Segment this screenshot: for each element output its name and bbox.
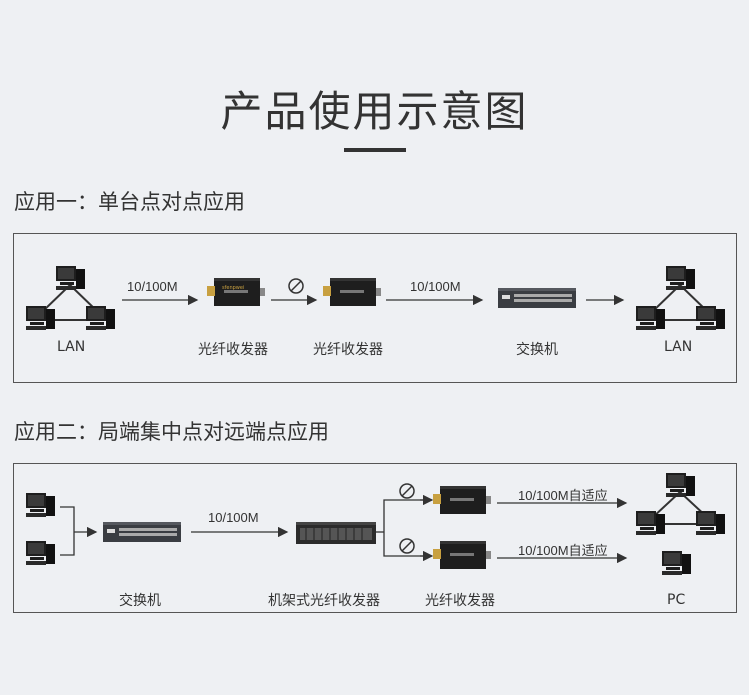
app1-panel xyxy=(13,233,737,383)
lan-right-group xyxy=(636,266,725,330)
speed-label-2: 10/100M xyxy=(410,279,461,294)
pc-icon xyxy=(696,511,725,535)
pc-icon xyxy=(56,266,85,290)
pc-icon xyxy=(666,473,695,497)
transceiver-icon xyxy=(433,486,491,514)
pc-icon xyxy=(696,306,725,330)
rack-transceiver-icon xyxy=(295,521,377,545)
section-1-heading: 应用一：单台点对点应用 xyxy=(14,190,245,214)
lan-left-group xyxy=(26,266,115,330)
fiber-icon xyxy=(288,278,304,294)
pc-pair-left xyxy=(26,493,55,565)
pc-label: PC xyxy=(667,592,686,608)
device-brand-label: sfenpwei xyxy=(222,285,245,291)
pc-icon xyxy=(636,306,665,330)
page-title: 产品使用示意图 xyxy=(220,87,529,136)
pc-icon xyxy=(86,306,115,330)
switch-icon xyxy=(103,522,181,542)
speed-auto-label-2: 10/100M自适应 xyxy=(518,543,608,558)
transceiver-icon xyxy=(207,278,265,306)
transceiver-label-3: 光纤收发器 xyxy=(425,593,495,609)
rack-label: 机架式光纤收发器 xyxy=(268,593,380,609)
transceiver-icon xyxy=(433,541,491,569)
pc-icon xyxy=(636,511,665,535)
fiber-icon xyxy=(399,538,415,554)
switch-label: 交换机 xyxy=(516,342,558,358)
lan-left-label: LAN xyxy=(57,339,86,355)
speed-main-label: 10/100M xyxy=(208,510,259,525)
section-2-heading: 应用二：局端集中点对远端点应用 xyxy=(14,420,329,444)
switch-icon xyxy=(498,288,576,308)
transceiver-label-1: 光纤收发器 xyxy=(198,342,268,358)
pc-icon xyxy=(26,306,55,330)
pc-icon xyxy=(666,266,695,290)
pc-icon xyxy=(26,541,55,565)
fiber-icon xyxy=(399,483,415,499)
title-underline xyxy=(344,148,406,152)
transceiver-icon xyxy=(323,278,381,306)
pc-icon xyxy=(26,493,55,517)
transceiver-label-2: 光纤收发器 xyxy=(313,342,383,358)
speed-auto-label-1: 10/100M自适应 xyxy=(518,488,608,503)
lan-right-label: LAN xyxy=(664,339,693,355)
speed-label-1: 10/100M xyxy=(127,279,178,294)
lan-remote-group xyxy=(636,473,725,535)
switch-label-2: 交换机 xyxy=(119,593,161,609)
pc-icon xyxy=(662,551,691,575)
